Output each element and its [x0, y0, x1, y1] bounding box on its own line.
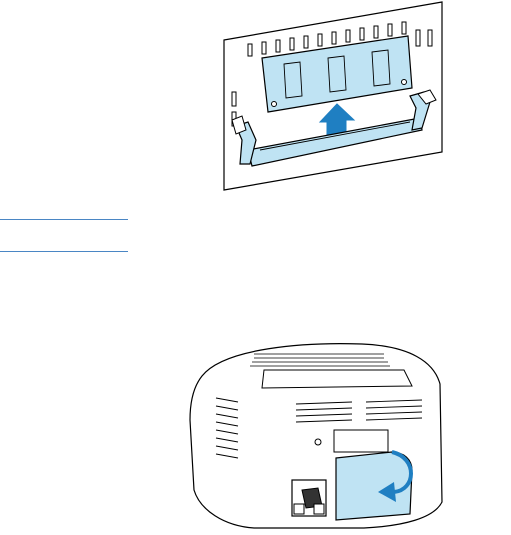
memory-module-drawing — [196, 0, 446, 192]
memory-module-illustration — [196, 0, 446, 192]
printer-drawing — [184, 340, 444, 532]
module-notch-right — [402, 80, 407, 85]
screw-icon — [315, 439, 321, 445]
label-plate — [334, 430, 388, 452]
rear-cover — [336, 452, 412, 520]
module-notch-left — [272, 102, 277, 107]
port-socket-left — [294, 504, 304, 514]
printer-rear-illustration — [184, 340, 444, 532]
port-socket-right — [314, 504, 324, 514]
rule-line-top — [0, 219, 128, 220]
paper-slot — [262, 370, 412, 388]
rule-line-bottom — [0, 251, 128, 252]
